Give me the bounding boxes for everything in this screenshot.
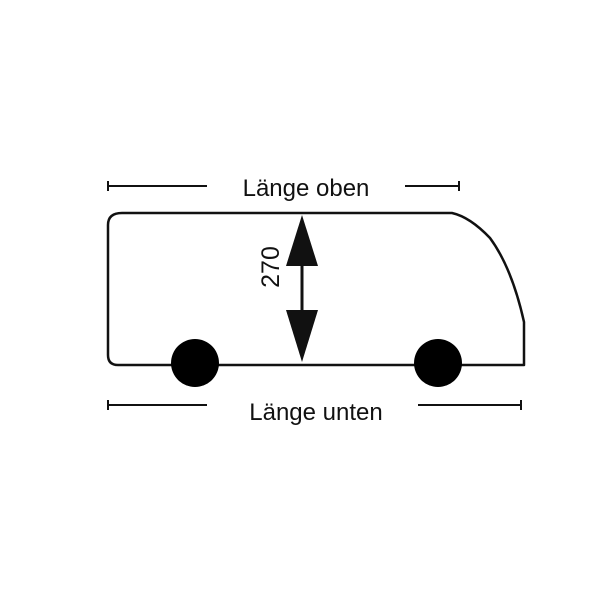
height-dimension: 270 — [257, 215, 318, 362]
front-wheel — [171, 339, 219, 387]
bottom-length-dimension: Länge unten — [107, 399, 522, 426]
height-label: 270 — [257, 246, 285, 288]
top-length-dimension: Länge oben — [107, 175, 460, 202]
bottom-length-label: Länge unten — [249, 399, 382, 426]
height-arrow-head-up — [286, 215, 318, 266]
top-length-label: Länge oben — [243, 175, 370, 202]
rear-wheel — [414, 339, 462, 387]
camper-body-outline — [106, 211, 526, 367]
height-arrow-head-down — [286, 310, 318, 362]
